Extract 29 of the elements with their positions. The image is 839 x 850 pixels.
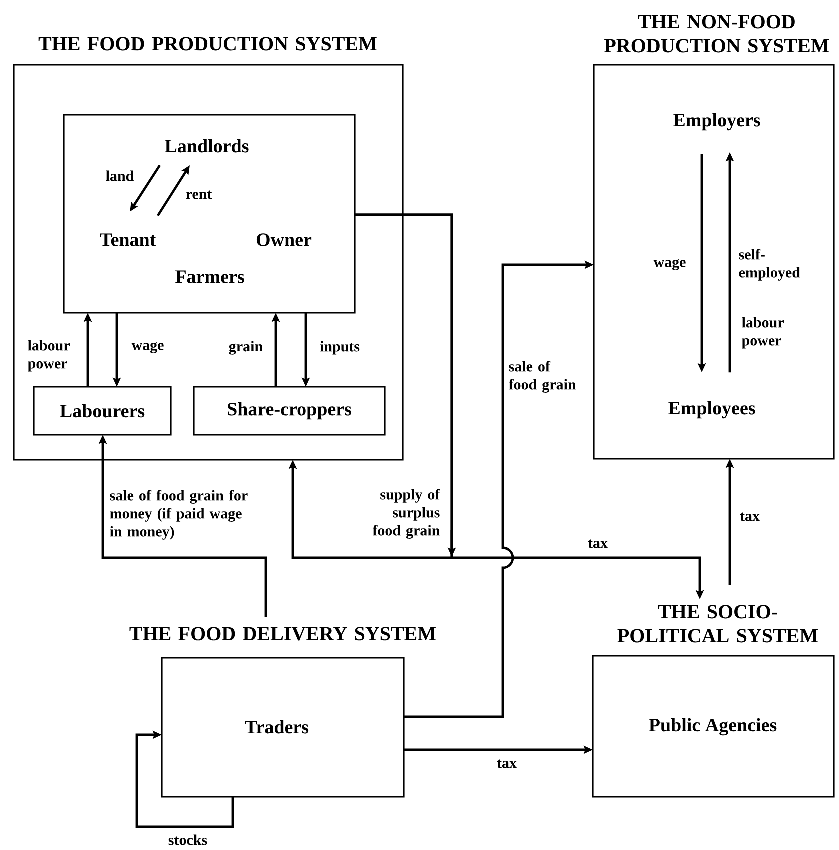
- edge-label: inputs: [320, 341, 360, 355]
- process-box: Share-croppers: [193, 386, 386, 436]
- edge-label: stocks: [168, 834, 208, 846]
- edge-label: tax: [740, 512, 760, 522]
- edge-label: tax: [497, 760, 517, 768]
- edge-label: self-employed: [739, 249, 800, 281]
- arrow: [136, 730, 234, 828]
- group-label: Landlords: [165, 139, 249, 153]
- edge-label: sale of food grain: [508, 361, 576, 393]
- process-box: Public Agencies: [592, 655, 835, 798]
- system-heading: THE FOOD DELIVERY SYSTEM: [130, 627, 436, 641]
- edge-label: rent: [186, 190, 212, 200]
- edge-label: labour power: [28, 340, 70, 372]
- system-heading: THE NON-FOOD PRODUCTION SYSTEM: [604, 15, 830, 53]
- group-label: Employers: [674, 113, 760, 131]
- group-label: Tenant: [100, 234, 156, 246]
- system-heading: THE SOCIO-POLITICAL SYSTEM: [618, 605, 818, 643]
- process-box: Traders: [161, 657, 405, 798]
- edge-label: tax: [588, 540, 608, 548]
- process-box: Labourers: [33, 386, 172, 436]
- edge-label: land: [106, 170, 134, 182]
- edge-label: wage: [132, 342, 164, 354]
- edge-label: supply of surplus food grain: [372, 489, 440, 539]
- edge-label: sale of food grain for money (if paid wage in money): [110, 490, 248, 540]
- flow-label: labour power: [742, 317, 784, 349]
- edge-label: wage: [654, 260, 686, 271]
- group-label: Employees: [668, 401, 756, 419]
- system-heading: THE FOOD PRODUCTION SYSTEM: [38, 37, 377, 51]
- edge-label: grain: [229, 341, 263, 355]
